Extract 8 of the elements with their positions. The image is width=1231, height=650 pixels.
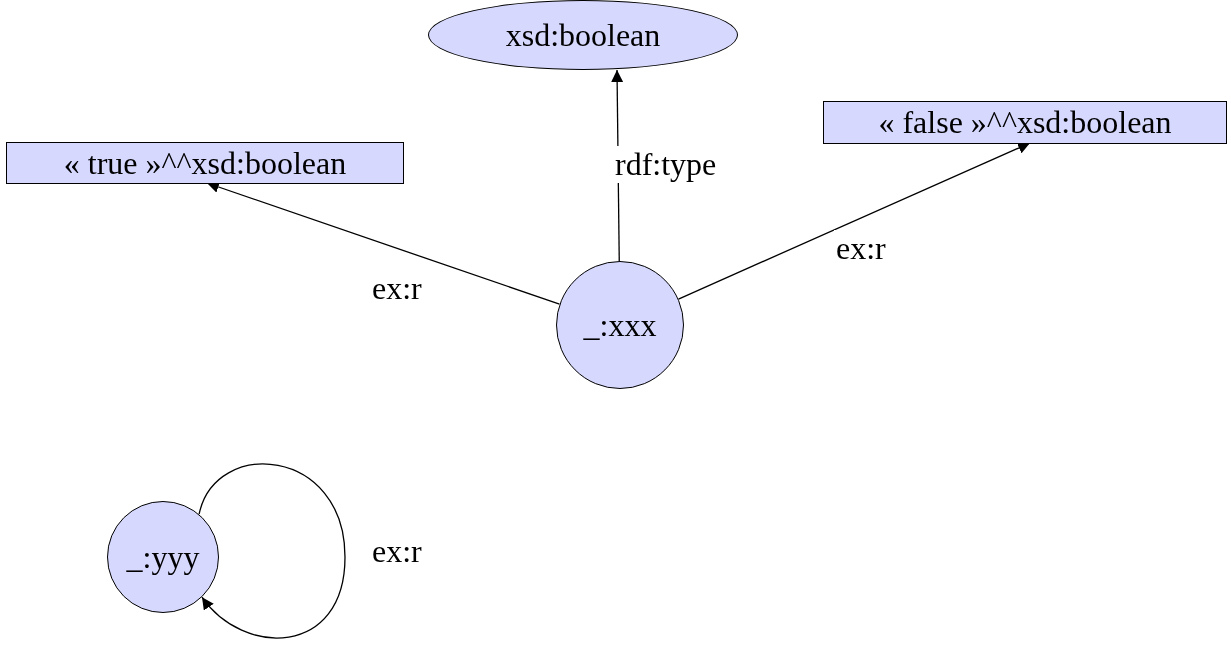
blank-node-circle: _:yyy	[107, 501, 219, 613]
literal-box: « true »^^xsd:boolean	[6, 142, 404, 184]
class-ellipse: xsd:boolean	[428, 0, 738, 70]
literal-box: « false »^^xsd:boolean	[823, 101, 1227, 144]
arrow	[198, 463, 346, 639]
blank-node-circle: _:xxx	[556, 261, 684, 389]
arrow	[677, 142, 1031, 300]
edge-label: rdf:type	[613, 146, 719, 183]
